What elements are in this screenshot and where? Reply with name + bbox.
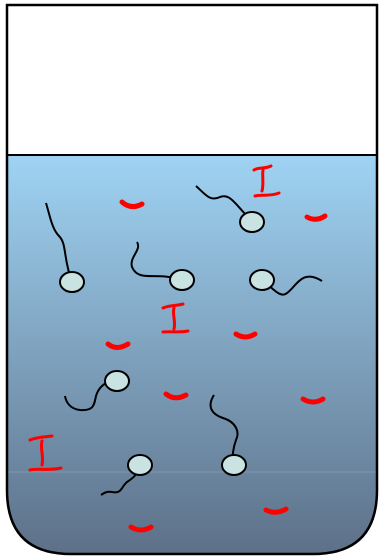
lipid-head [128, 455, 152, 475]
lipid-head [240, 212, 264, 232]
lipid-head [250, 270, 274, 290]
lipid-head [105, 371, 129, 391]
lipid-head [60, 272, 84, 292]
liquid-body [7, 155, 377, 554]
lipid-head [222, 455, 246, 475]
lipid-head [170, 270, 194, 290]
